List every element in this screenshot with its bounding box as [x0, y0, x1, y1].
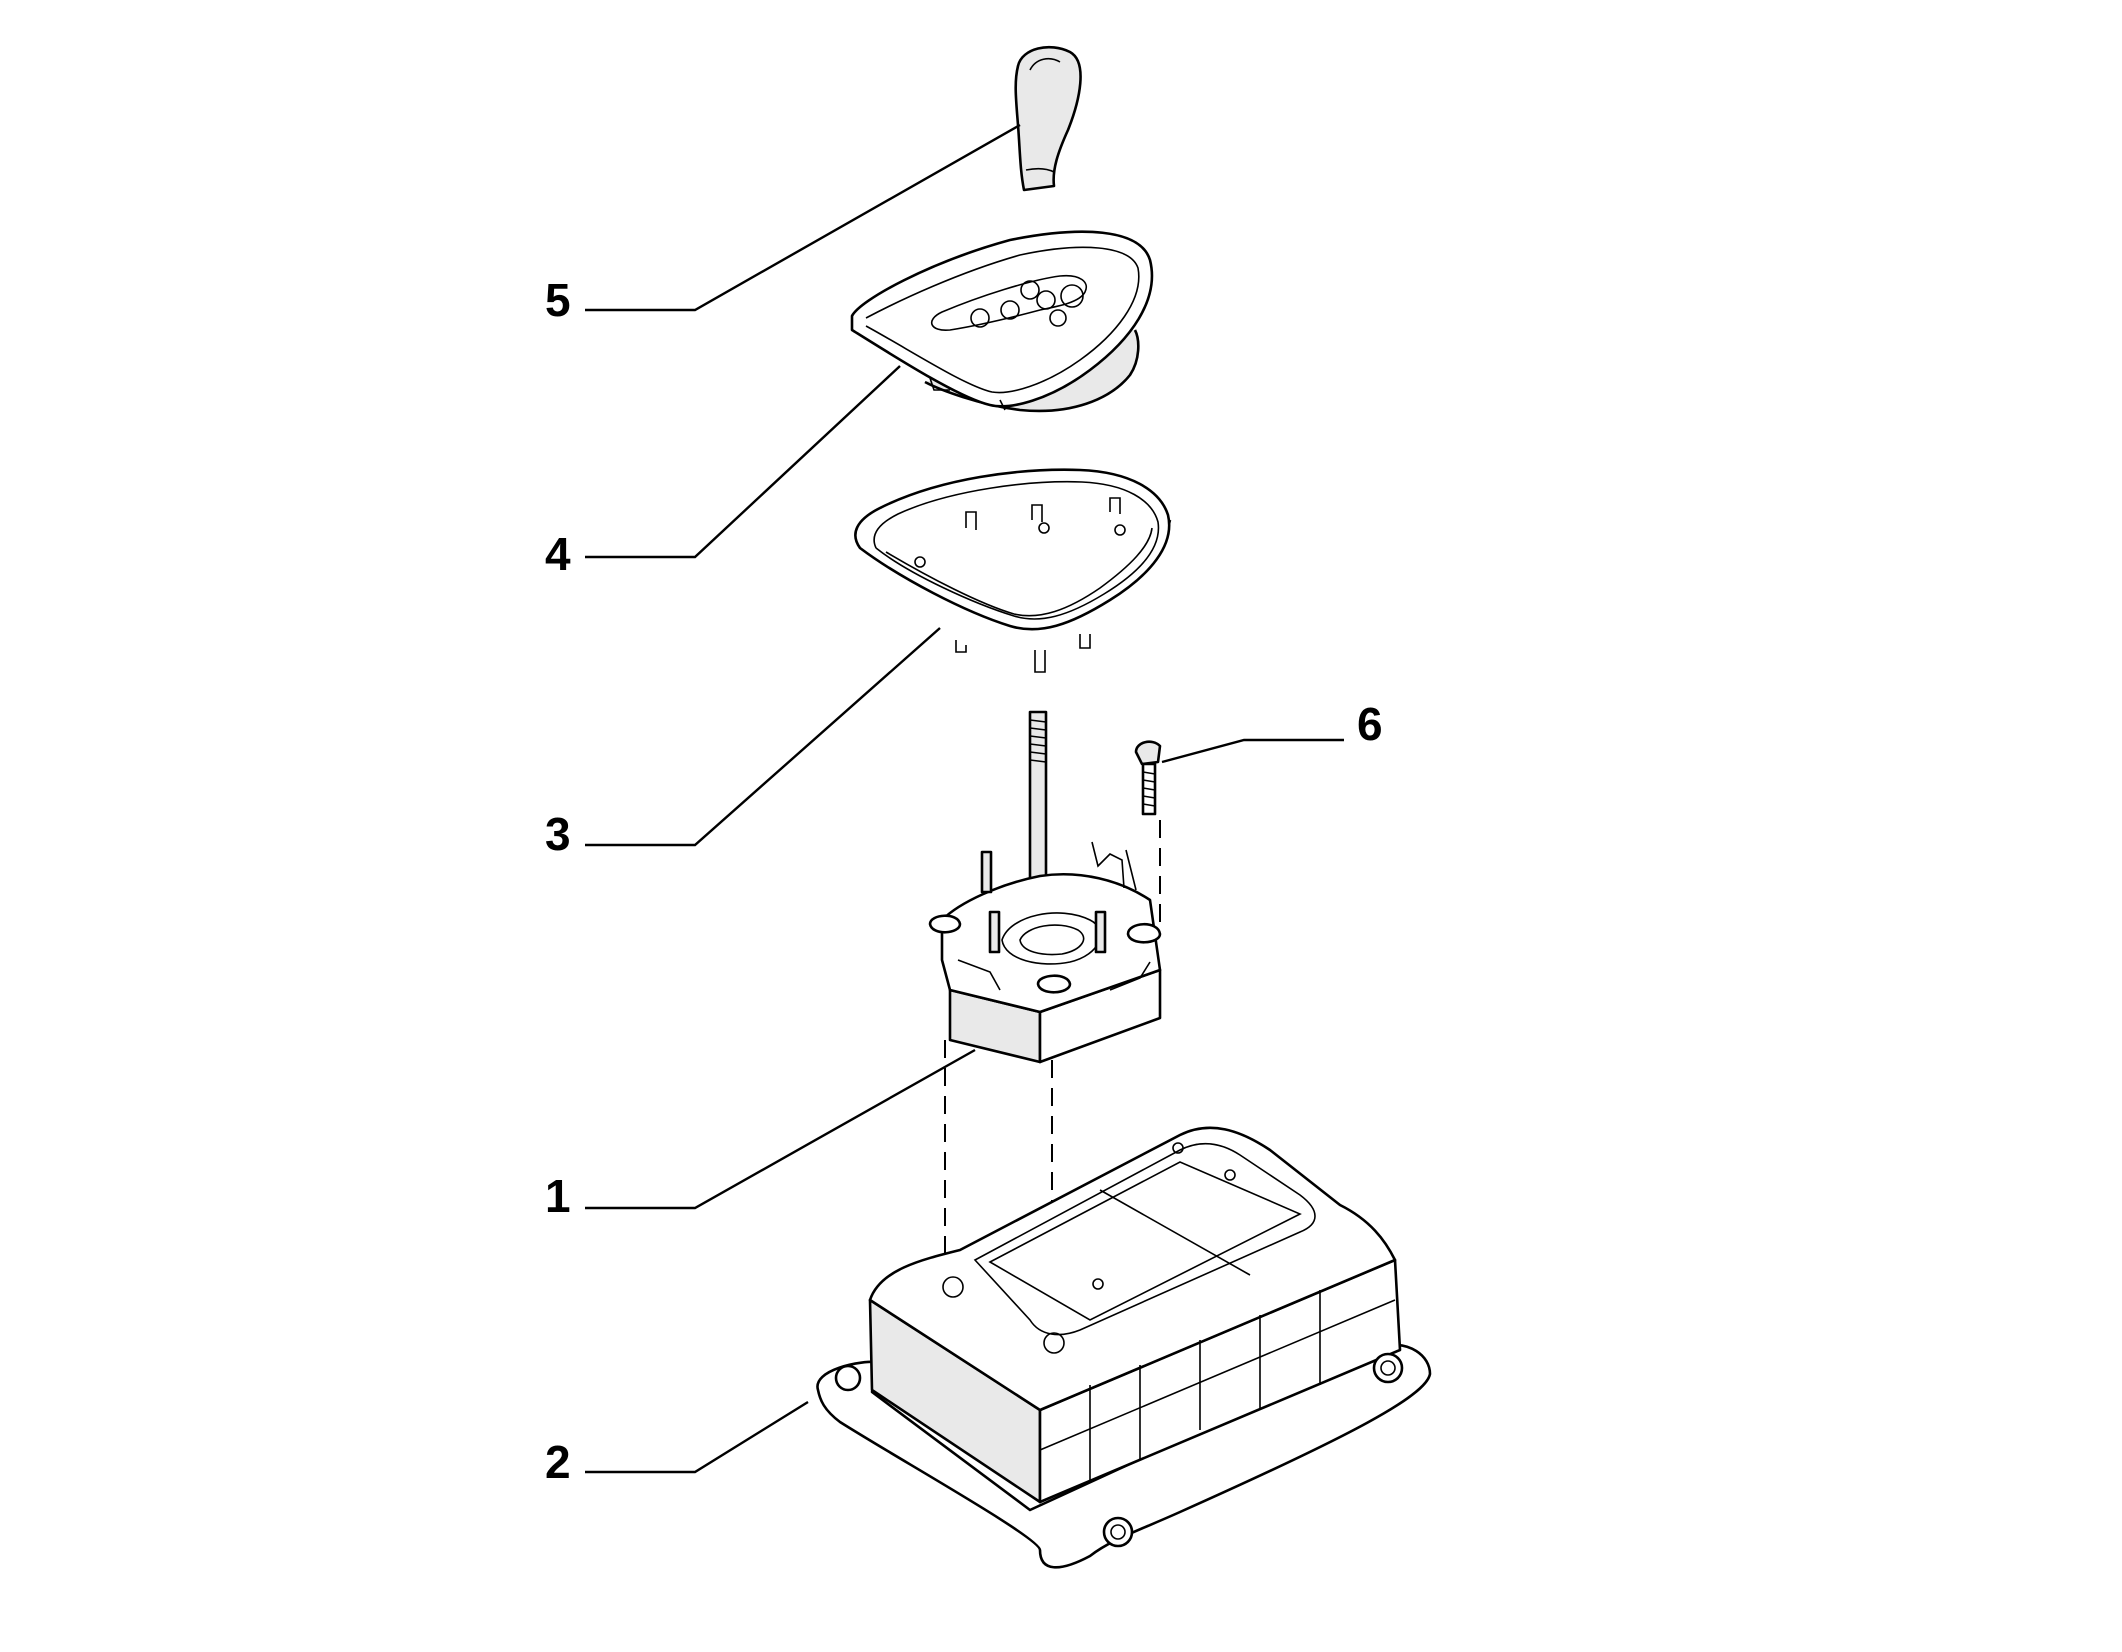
base-housing[interactable]	[816, 1126, 1432, 1569]
callout-5: 5	[545, 274, 571, 326]
leader-1	[585, 1048, 976, 1210]
leader-2	[585, 1400, 809, 1474]
leader-5	[585, 123, 1021, 312]
leader-4	[585, 365, 901, 559]
leader-lines	[585, 123, 1344, 1474]
callout-4: 4	[545, 528, 571, 580]
gear-selector-mechanism[interactable]	[928, 710, 1162, 1064]
callout-6: 6	[1357, 698, 1383, 750]
shift-indicator-plate[interactable]	[850, 230, 1154, 413]
gear-knob[interactable]	[1014, 45, 1082, 192]
callout-2: 2	[545, 1436, 571, 1488]
leader-3	[585, 627, 941, 847]
callout-1: 1	[545, 1170, 571, 1222]
callout-3: 3	[545, 808, 571, 860]
screw[interactable]	[1134, 740, 1162, 816]
leader-6	[1161, 738, 1344, 764]
trim-frame[interactable]	[854, 468, 1172, 673]
